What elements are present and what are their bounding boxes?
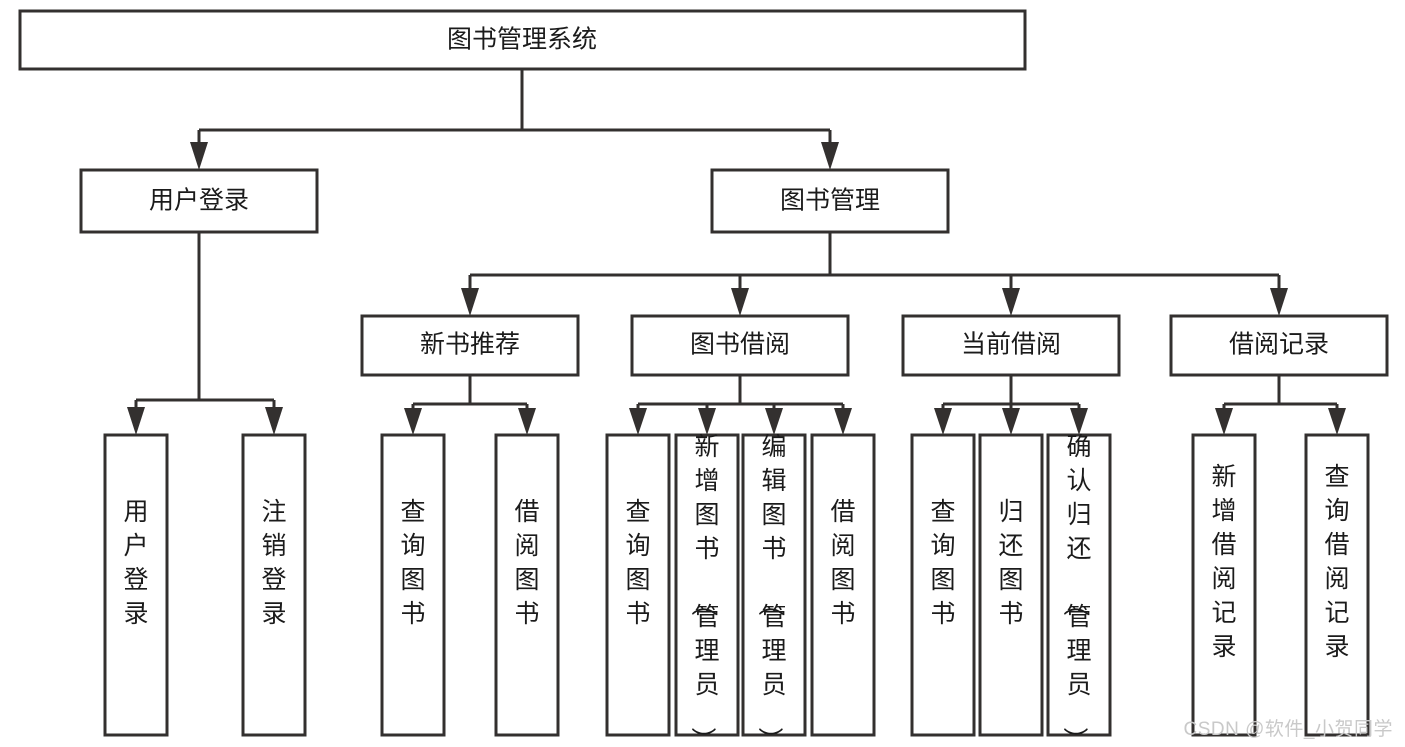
node-current-label: 当前借阅	[961, 331, 1061, 359]
arrow-root-to-login	[190, 142, 208, 170]
arrow-current-leaf-3	[1070, 408, 1088, 435]
node-login-box[interactable]	[79, 168, 319, 234]
node-login[interactable]: 用户登录	[79, 168, 319, 234]
csdn-watermark: CSDN @软件_小贺同学	[1183, 719, 1393, 740]
node-leaf-current-1-label: 查询图书	[930, 498, 955, 628]
arrow-bookmgmt-records	[1270, 288, 1288, 316]
node-leaf-login-2-label: 注销登录	[261, 498, 286, 628]
arrow-records-leaf-1	[1215, 408, 1233, 435]
node-leaf-records-1-box[interactable]	[1191, 433, 1257, 737]
node-leaf-records-1-label: 新增借阅记录	[1211, 463, 1236, 661]
node-leaf-newbook-2-box[interactable]	[494, 433, 560, 737]
arrow-borrow-leaf-1	[629, 408, 647, 435]
node-leaf-current-2-label: 归还图书	[998, 498, 1023, 628]
node-leaf-current-3[interactable]: 确认归还（管理员）	[1046, 433, 1112, 747]
node-leaf-current-3-label: 确认归还（管理员）	[1060, 433, 1091, 747]
node-leaf-login-1-label: 用户登录	[123, 498, 148, 628]
node-leaf-borrow-2-label: 新增图书（管理员）	[688, 433, 719, 747]
node-leaf-newbook-2-label: 借阅图书	[514, 498, 539, 628]
node-leaf-records-2-box[interactable]	[1304, 433, 1370, 737]
node-borrow-label: 图书借阅	[690, 331, 790, 359]
node-leaf-newbook-1-box[interactable]	[380, 433, 446, 737]
node-records-box[interactable]	[1169, 314, 1389, 377]
node-borrow[interactable]: 图书借阅	[630, 314, 850, 377]
arrow-newbook-leaf-2	[518, 408, 536, 435]
node-leaf-borrow-2[interactable]: 新增图书（管理员）	[674, 433, 740, 747]
node-leaf-records-2-label: 查询借阅记录	[1324, 463, 1349, 661]
arrow-login-leaf-2	[265, 407, 283, 435]
arrow-borrow-leaf-2	[698, 408, 716, 435]
node-leaf-borrow-4-label: 借阅图书	[830, 498, 855, 628]
node-leaf-newbook-2[interactable]: 借阅图书	[494, 433, 560, 737]
node-leaf-borrow-2-box[interactable]	[674, 433, 740, 737]
node-leaf-login-2[interactable]: 注销登录	[241, 433, 307, 737]
node-leaf-current-2[interactable]: 归还图书	[978, 433, 1044, 737]
node-newbook[interactable]: 新书推荐	[360, 314, 580, 377]
node-leaf-borrow-1-label: 查询图书	[625, 498, 650, 628]
arrow-bookmgmt-newbook	[461, 288, 479, 316]
node-root-box[interactable]	[18, 9, 1027, 71]
node-borrow-box[interactable]	[630, 314, 850, 377]
node-current-box[interactable]	[901, 314, 1121, 377]
node-leaf-borrow-3-box[interactable]	[741, 433, 807, 737]
arrow-root-to-bookmgmt	[821, 142, 839, 170]
node-root[interactable]: 图书管理系统	[18, 9, 1027, 71]
node-leaf-current-2-box[interactable]	[978, 433, 1044, 737]
node-leaf-current-1[interactable]: 查询图书	[910, 433, 976, 737]
arrow-newbook-leaf-1	[404, 408, 422, 435]
node-leaf-login-2-box[interactable]	[241, 433, 307, 737]
arrow-borrow-leaf-4	[834, 408, 852, 435]
node-bookmgmt-box[interactable]	[710, 168, 950, 234]
node-leaf-borrow-3-label: 编辑图书（管理员）	[755, 433, 786, 747]
arrow-bookmgmt-current	[1002, 288, 1020, 316]
node-leaf-newbook-1-label: 查询图书	[400, 498, 425, 628]
arrow-records-leaf-2	[1328, 408, 1346, 435]
node-records-label: 借阅记录	[1229, 331, 1329, 359]
node-leaf-records-1[interactable]: 新增借阅记录	[1191, 433, 1257, 737]
node-leaf-borrow-4-box[interactable]	[810, 433, 876, 737]
connector-layer	[127, 69, 1346, 435]
node-leaf-current-1-box[interactable]	[910, 433, 976, 737]
node-records[interactable]: 借阅记录	[1169, 314, 1389, 377]
node-leaf-borrow-1[interactable]: 查询图书	[605, 433, 671, 737]
node-leaf-login-1-box[interactable]	[103, 433, 169, 737]
node-newbook-box[interactable]	[360, 314, 580, 377]
node-leaf-borrow-4[interactable]: 借阅图书	[810, 433, 876, 737]
arrow-bookmgmt-borrow	[731, 288, 749, 316]
node-leaf-borrow-1-box[interactable]	[605, 433, 671, 737]
arrow-current-leaf-1	[934, 408, 952, 435]
node-leaf-newbook-1[interactable]: 查询图书	[380, 433, 446, 737]
node-root-label: 图书管理系统	[447, 26, 597, 54]
node-current[interactable]: 当前借阅	[901, 314, 1121, 377]
node-leaf-records-2[interactable]: 查询借阅记录	[1304, 433, 1370, 737]
node-bookmgmt[interactable]: 图书管理	[710, 168, 950, 234]
node-leaf-current-3-box[interactable]	[1046, 433, 1112, 737]
arrow-borrow-leaf-3	[765, 408, 783, 435]
arrow-login-leaf-1	[127, 407, 145, 435]
node-bookmgmt-label: 图书管理	[780, 187, 880, 215]
arrow-current-leaf-2	[1002, 408, 1020, 435]
node-login-label: 用户登录	[149, 187, 249, 215]
node-leaf-login-1[interactable]: 用户登录	[103, 433, 169, 737]
node-leaf-borrow-3[interactable]: 编辑图书（管理员）	[741, 433, 807, 747]
node-newbook-label: 新书推荐	[420, 331, 520, 359]
